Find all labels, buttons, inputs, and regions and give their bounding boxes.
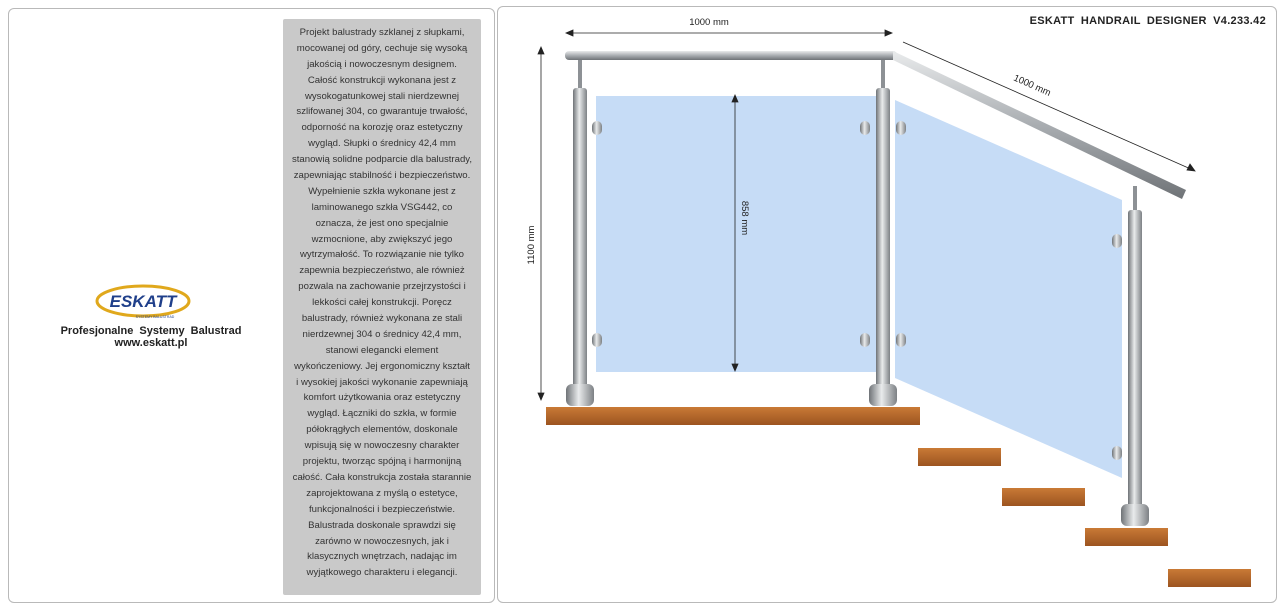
description-line: nierdzewnej 304 o średnicy 42,4 mm, — [302, 328, 462, 340]
dim-label-top: 1000 mm — [689, 17, 729, 28]
description-line: Całość konstrukcji wykonana jest z — [307, 74, 457, 86]
dim-label-glass: 858 mm — [739, 201, 750, 235]
description-line: laminowanego szkła VSG442, co — [311, 201, 453, 213]
description-line: odporność na korozję oraz estetyczny — [301, 122, 463, 134]
website-link[interactable]: www.eskatt.pl — [114, 337, 188, 349]
description-line: wzmocnione, aby zwiększyć jego — [311, 233, 453, 245]
tagline: Profesjonalne Systemy Balustrad — [60, 325, 242, 337]
description-line: funkcjonalności i bezpieczeństwie. — [308, 503, 456, 515]
description-line: balustrady, również wykonana ze stali — [301, 313, 463, 325]
description-line: wykończeniowy. Jej ergonomiczny kształt — [294, 360, 470, 372]
eskatt-logo: ESKATT SYSTEMY BALUSTRAD — [95, 284, 191, 319]
description-line: Projekt balustrady szklanej z słupkami, — [299, 27, 465, 38]
description-line: komfort użytkowania oraz estetyczny — [303, 392, 461, 404]
description-line: zapewnia bezpieczeństwo, ale również — [299, 265, 465, 277]
info-panel: ESKATT SYSTEMY BALUSTRAD Profesjonalne S… — [8, 8, 495, 603]
dim-label-stair: 1000 mm — [1012, 73, 1053, 99]
handrail-top — [565, 51, 897, 60]
description-line: półokrągłych elementów, doskonale — [306, 424, 458, 436]
description-line: Balustrada doskonale sprawdzi się — [308, 519, 456, 531]
stair-step — [1085, 528, 1168, 546]
description-line: wytrzymałość. To rozwiązanie nie tylko — [299, 249, 465, 261]
post-1 — [566, 60, 602, 406]
description-line: oznacza, że jest ono specjalnie — [315, 217, 449, 229]
description-line: mocowanej od góry, cechuje się wysoką — [296, 42, 468, 54]
description-line: wygląd. Słupki o średnicy 42,4 mm — [308, 138, 456, 150]
glass-panel-1 — [596, 96, 876, 372]
description-line: stanowią solidne podparcie dla balustrad… — [291, 154, 473, 166]
description-line: wpisują się w nowoczesny charakter — [304, 440, 460, 452]
description-line: wysokogatunkowej stali nierdzewnej — [304, 90, 460, 102]
description-line: całość. Cała konstrukcja została starann… — [292, 471, 472, 483]
description-line: zaprojektowana z myślą o estetyce, — [306, 487, 458, 499]
description-line: wygląd. Łączniki do szkła, w formie — [307, 408, 457, 420]
floor-platform — [546, 407, 920, 425]
description-line: pozwala na zachowanie przejrzystości i — [298, 281, 466, 293]
dim-line-stair — [902, 41, 1194, 171]
stair-step — [1002, 488, 1085, 506]
stair-step — [918, 448, 1001, 466]
handrail-sloped — [893, 51, 1186, 199]
description-line: Wypełnienie szkła wykonane jest z — [308, 185, 456, 197]
description-line: zarówno w nowoczesnych, jak i — [315, 535, 449, 547]
description-line: klasycznych wnętrzach, nadając im — [307, 551, 457, 563]
glass-panel-2 — [895, 100, 1122, 478]
post-3 — [1112, 186, 1149, 526]
description-line: wyjątkowego charakteru i elegancji. — [306, 567, 458, 579]
stair-step — [1168, 569, 1251, 587]
app-title: ESKATT HANDRAIL DESIGNER V4.233.42 — [1029, 15, 1266, 27]
description-line: projektu, tworząc spójną i harmonijną — [302, 456, 462, 468]
description-line: szlifowanej 304, co gwarantuje trwałość, — [296, 106, 468, 118]
description-line: stanowi elegancki element — [325, 344, 439, 356]
svg-text:SYSTEMY BALUSTRAD: SYSTEMY BALUSTRAD — [136, 315, 175, 319]
description-line: jakością i nowoczesnym designem. — [307, 58, 457, 70]
post-2 — [860, 60, 906, 406]
description-line: zapewniając stabilność i bezpieczeństwo. — [293, 170, 471, 182]
project-description: Projekt balustrady szklanej z słupkami, m… — [283, 19, 481, 595]
description-line: i wysokiej jakości wykonanie zapewniają — [296, 376, 468, 388]
svg-text:ESKATT: ESKATT — [110, 292, 178, 311]
description-line: lekkości całej konstrukcji. Poręcz — [312, 297, 452, 309]
dim-label-height: 1100 mm — [526, 225, 537, 264]
